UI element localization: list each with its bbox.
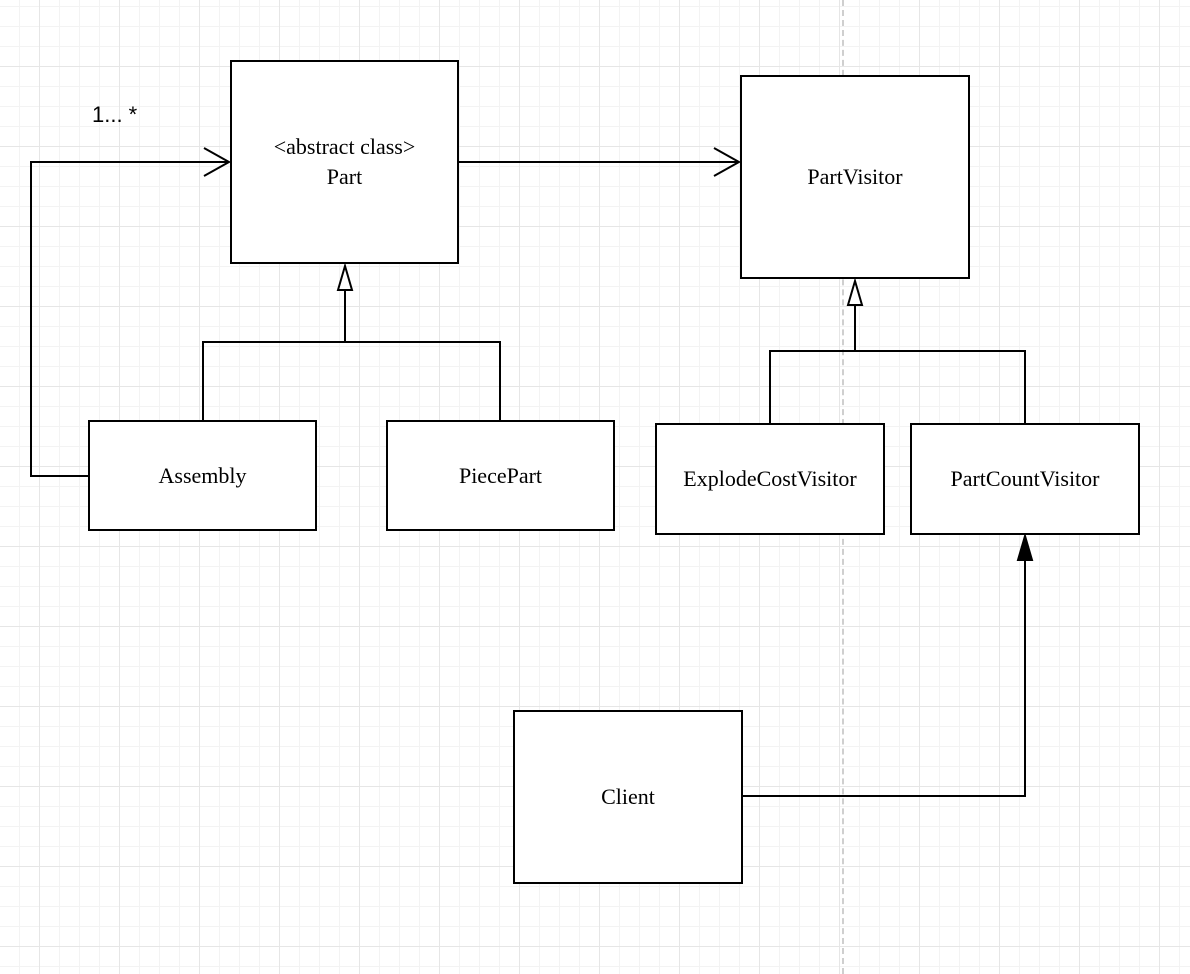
- assembly-to-part-association: [30, 161, 229, 477]
- partvisitor-inheritance-triangle: [846, 277, 864, 306]
- class-part-count-visitor[interactable]: PartCountVisitor: [910, 423, 1140, 535]
- client-to-partcountvisitor-filled-arrowhead: [1016, 532, 1034, 561]
- assembly-inheritance-line: [202, 341, 501, 421]
- part-inheritance-triangle: [336, 262, 354, 291]
- class-explode-cost-visitor-name: ExplodeCostVisitor: [683, 466, 857, 491]
- class-part-stereotype: <abstract class>: [273, 134, 416, 159]
- class-part-visitor-name: PartVisitor: [807, 164, 903, 189]
- visitor-inheritance-line: [769, 350, 1026, 424]
- assembly-to-part-open-arrowhead: [203, 147, 232, 177]
- class-piece-part[interactable]: PiecePart: [386, 420, 615, 531]
- class-part-name: Part: [326, 164, 363, 189]
- client-to-partcountvisitor-association: [742, 560, 1026, 797]
- class-client[interactable]: Client: [513, 710, 743, 884]
- class-client-name: Client: [601, 784, 655, 809]
- part-to-partvisitor-open-arrowhead: [713, 147, 742, 177]
- class-assembly-name: Assembly: [158, 462, 247, 488]
- class-explode-cost-visitor[interactable]: ExplodeCostVisitor: [655, 423, 885, 535]
- class-part-visitor[interactable]: PartVisitor: [740, 75, 970, 279]
- class-assembly[interactable]: Assembly: [88, 420, 317, 531]
- multiplicity-label: 1... *: [92, 102, 138, 127]
- class-part-count-visitor-name: PartCountVisitor: [950, 466, 1100, 491]
- class-part[interactable]: <abstract class> Part: [230, 60, 459, 264]
- class-piece-part-name: PiecePart: [458, 462, 543, 488]
